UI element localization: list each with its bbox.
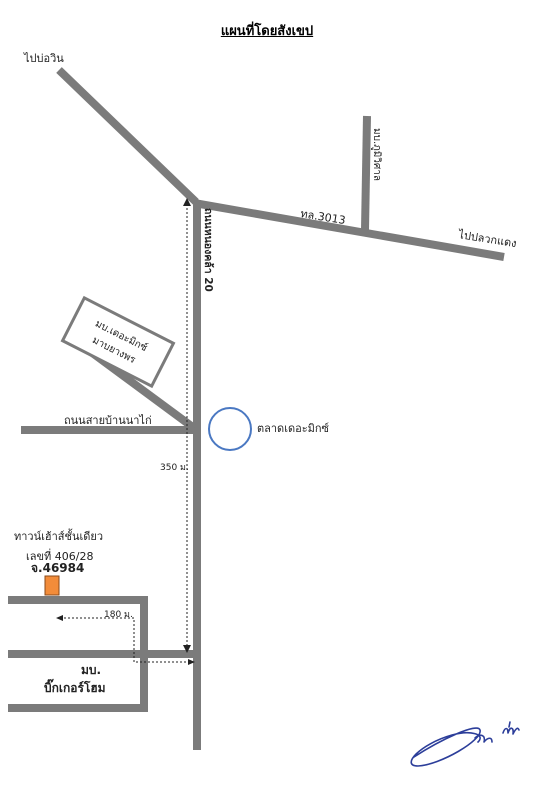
road-network xyxy=(8,67,505,750)
label-to-bo-win: ไปบ่อวิน xyxy=(23,52,64,65)
market-circle-icon xyxy=(208,407,252,451)
label-townhouse: ทาวน์เฮ้าส์ชั้นเดียว xyxy=(14,528,103,543)
arrow-left-icon xyxy=(56,615,63,621)
road-to-bo-win xyxy=(56,67,199,205)
arrow-down-icon xyxy=(183,645,191,653)
label-big-home-1: มบ. xyxy=(81,663,101,677)
village-the-mix: มบ.เดอะมิกซ์ มาบยางพร xyxy=(60,295,176,389)
label-side-road-top: มบ.ภูมิวิศาล xyxy=(371,128,382,181)
label-ban-na-kai-road: ถนนสายบ้านนาไก่ xyxy=(64,414,152,427)
label-market: ตลาดเดอะมิกซ์ xyxy=(257,422,330,435)
label-distance-350: 350 ม. xyxy=(160,463,189,473)
road-3013 xyxy=(193,199,505,261)
village-box xyxy=(60,295,176,389)
label-big-home-2: บิ๊กเกอร์โฮม xyxy=(44,678,106,695)
arrow-up-icon xyxy=(183,198,191,206)
label-distance-180: 180 ม. xyxy=(104,610,133,620)
guide-180 xyxy=(60,617,190,663)
label-deed-no: จ.46984 xyxy=(31,561,84,575)
road-side-top xyxy=(361,115,371,231)
signature-icon xyxy=(410,721,520,767)
arrow-right-icon xyxy=(188,659,195,665)
guide-arrowheads xyxy=(56,198,195,665)
label-house-no: เลขที่ 406/28 xyxy=(26,548,93,563)
distance-guides xyxy=(60,204,190,663)
map-title: แผนที่โดยสังเขป xyxy=(220,24,314,39)
label-main-road: ถนนหนองคล้า 20 xyxy=(202,208,215,292)
property-marker-icon xyxy=(44,575,60,596)
